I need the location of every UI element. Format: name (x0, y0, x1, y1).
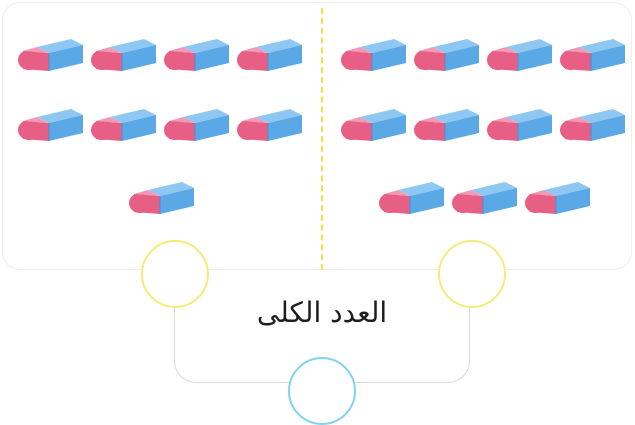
eraser-icon (88, 105, 158, 149)
eraser-icon (411, 105, 481, 149)
eraser-icon (88, 35, 158, 79)
eraser-icon (126, 178, 196, 222)
eraser-icon (484, 35, 554, 79)
eraser-icon (338, 35, 408, 79)
eraser-icon (15, 35, 85, 79)
eraser-icon (161, 35, 231, 79)
total-count-circle[interactable] (288, 357, 356, 425)
eraser-icon (234, 35, 304, 79)
eraser-icon (411, 35, 481, 79)
eraser-icon (484, 105, 554, 149)
eraser-icon (161, 105, 231, 149)
total-count-label: العدد الكلى (256, 296, 388, 329)
eraser-icon (234, 105, 304, 149)
eraser-icon (449, 178, 519, 222)
eraser-icon (376, 178, 446, 222)
left-count-circle[interactable] (141, 240, 209, 308)
eraser-icon (522, 178, 592, 222)
group-divider (321, 8, 323, 270)
right-count-circle[interactable] (438, 240, 506, 308)
eraser-icon (15, 105, 85, 149)
eraser-icon (557, 105, 627, 149)
eraser-icon (557, 35, 627, 79)
eraser-icon (338, 105, 408, 149)
